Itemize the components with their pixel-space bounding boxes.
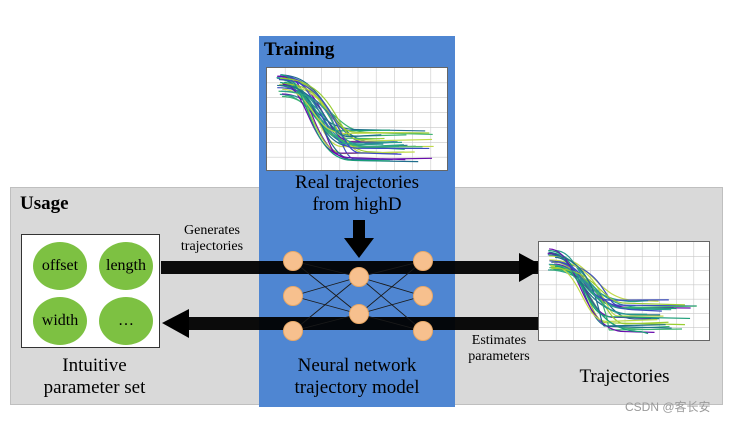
nn-edge <box>292 260 360 278</box>
nn-node-hid-1 <box>349 267 369 287</box>
training-trajectories-plot <box>266 67 448 171</box>
param-offset: offset <box>33 242 87 290</box>
nn-node-in-2 <box>283 286 303 306</box>
nn-caption-line1: Neural network <box>297 355 417 376</box>
nn-edge <box>292 276 360 332</box>
trajectory-lines <box>276 74 434 163</box>
generates-label: Generates trajectories <box>163 223 261 255</box>
nn-node-in-1 <box>283 251 303 271</box>
nn-edge <box>358 313 424 332</box>
trajectory-lines <box>547 248 697 335</box>
param-caption: Intuitive parameter set <box>12 355 177 399</box>
param-width: width <box>33 297 87 345</box>
nn-edge <box>358 295 424 315</box>
nn-edge <box>292 276 360 297</box>
param-caption-line2: parameter set <box>43 377 146 398</box>
nn-edge <box>292 313 360 332</box>
generates-line1: Generates <box>184 223 240 238</box>
nn-node-in-3 <box>283 321 303 341</box>
trajectory-line <box>549 252 674 308</box>
trajectory-line <box>548 263 648 315</box>
down-arrow <box>344 220 374 258</box>
param-more: … <box>99 297 153 345</box>
nn-connections <box>292 260 424 332</box>
real-trajectories-label: Real trajectories from highD <box>259 172 455 216</box>
nn-edge <box>358 260 424 278</box>
backward-arrow-shaft <box>188 317 540 330</box>
real-label-line2: from highD <box>312 194 402 215</box>
trajectory-line <box>551 267 685 306</box>
down-arrow-shaft <box>353 220 365 238</box>
nn-edge <box>358 276 424 297</box>
generates-line2: trajectories <box>180 239 244 254</box>
param-length: length <box>99 242 153 290</box>
trajectory-line <box>280 74 430 150</box>
nn-caption: Neural network trajectory model <box>259 355 455 399</box>
estimates-line1: Estimates <box>471 333 527 348</box>
nn-node-out-3 <box>413 321 433 341</box>
estimates-line2: parameters <box>468 349 530 364</box>
nn-edge <box>292 295 360 315</box>
nn-node-out-2 <box>413 286 433 306</box>
nn-node-out-1 <box>413 251 433 271</box>
nn-edge <box>358 276 424 332</box>
trajectory-line <box>549 264 658 323</box>
trajectory-line <box>278 78 402 155</box>
training-title: Training <box>264 39 335 60</box>
trajectories-caption: Trajectories <box>579 366 670 387</box>
output-trajectories-plot <box>538 241 710 341</box>
nn-edge <box>292 260 360 315</box>
param-caption-line1: Intuitive <box>62 355 127 376</box>
forward-arrow-head <box>519 253 545 282</box>
down-arrow-head <box>344 238 374 258</box>
estimates-label: Estimates parameters <box>455 333 543 365</box>
trajectory-line <box>549 248 655 333</box>
nn-caption-line2: trajectory model <box>294 377 420 398</box>
real-label-line1: Real trajectories <box>295 172 419 193</box>
watermark: CSDN @客长安 <box>625 400 711 414</box>
backward-arrow-head <box>162 309 189 338</box>
trajectory-line <box>281 90 402 145</box>
usage-title: Usage <box>20 193 69 214</box>
trajectory-line <box>279 84 382 138</box>
nn-edge <box>358 260 424 315</box>
nn-node-hid-2 <box>349 304 369 324</box>
trajectory-line <box>279 77 385 141</box>
trajectory-line <box>282 83 406 161</box>
